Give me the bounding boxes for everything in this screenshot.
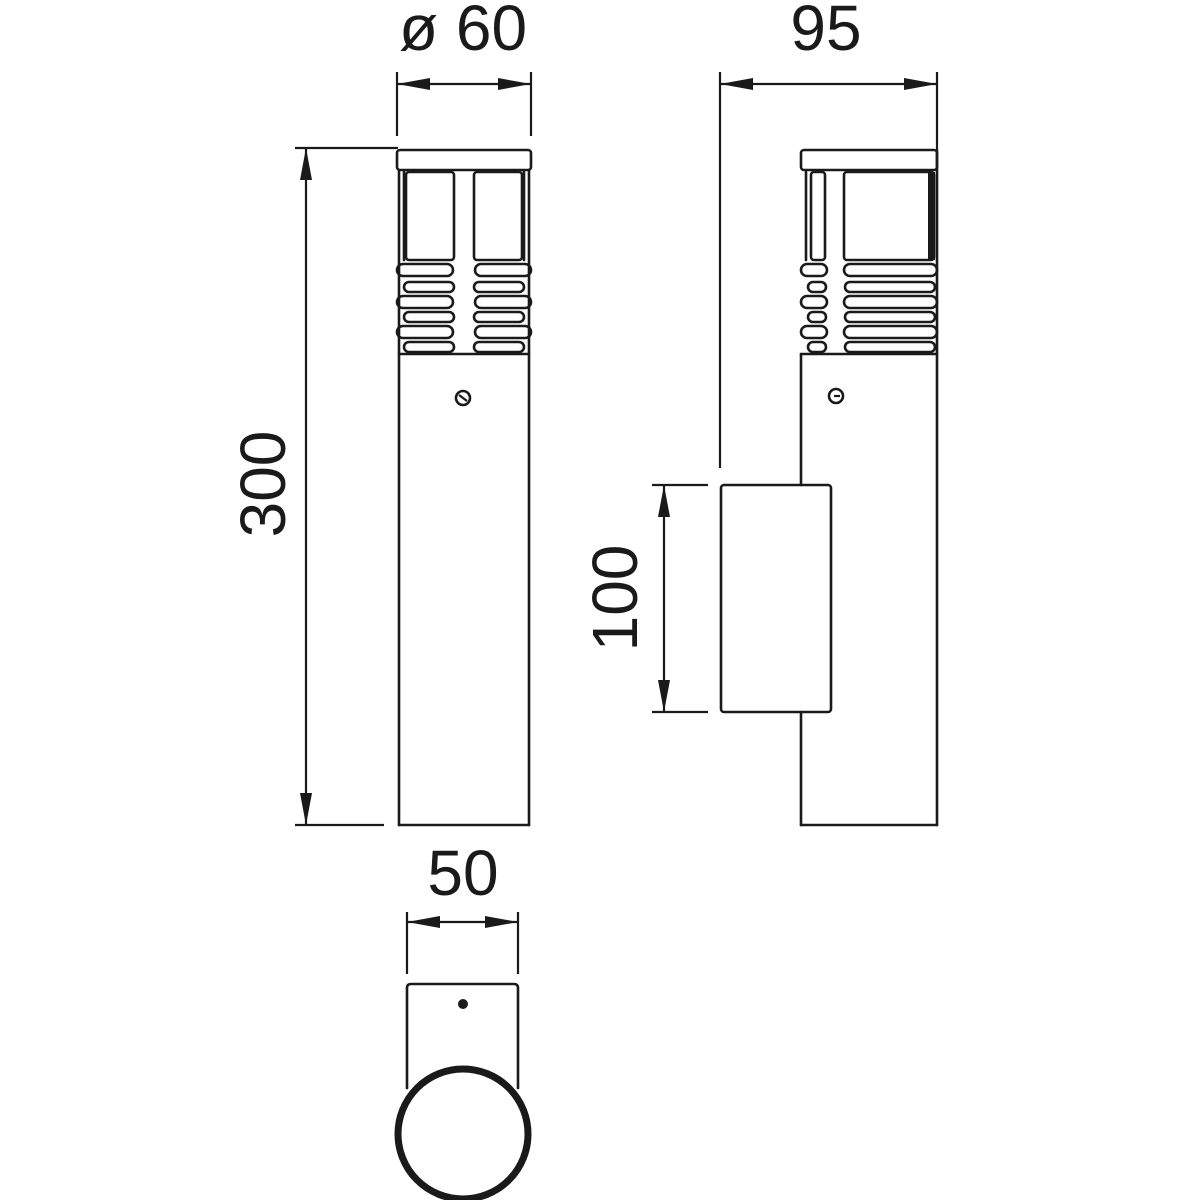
- base-hole-icon: [458, 999, 468, 1009]
- dimension-label-bracket-height: 100: [579, 545, 651, 652]
- dimension-depth: 95: [718, 0, 939, 468]
- dimension-label-diameter: ø 60: [399, 0, 527, 64]
- front-window-right: [472, 170, 524, 262]
- bottom-view: 50: [394, 837, 532, 1200]
- side-vent-edge: [799, 262, 829, 354]
- dimension-base-width: 50: [405, 837, 520, 974]
- dimension-label-base-width: 50: [427, 837, 498, 909]
- front-view: ø 60 300: [227, 0, 533, 827]
- side-window: [842, 170, 936, 262]
- base-plate: [405, 982, 520, 1090]
- front-vent-slots: [395, 262, 533, 354]
- side-view: 95: [579, 0, 939, 827]
- dimension-bracket-height: 100: [579, 483, 708, 714]
- front-screw-icon: [454, 389, 472, 407]
- side-vent-slots: [842, 262, 939, 354]
- side-screw-icon: [827, 387, 845, 405]
- dimension-label-depth: 95: [790, 0, 861, 64]
- side-cap: [799, 148, 939, 172]
- front-cap: [395, 148, 533, 172]
- wall-bracket: [719, 483, 833, 714]
- dimension-label-height: 300: [227, 431, 299, 538]
- pole-section-circle: [394, 1065, 532, 1200]
- dimension-height: 300: [227, 146, 398, 827]
- front-window-left: [404, 170, 456, 262]
- dimension-diameter-top: ø 60: [395, 0, 533, 136]
